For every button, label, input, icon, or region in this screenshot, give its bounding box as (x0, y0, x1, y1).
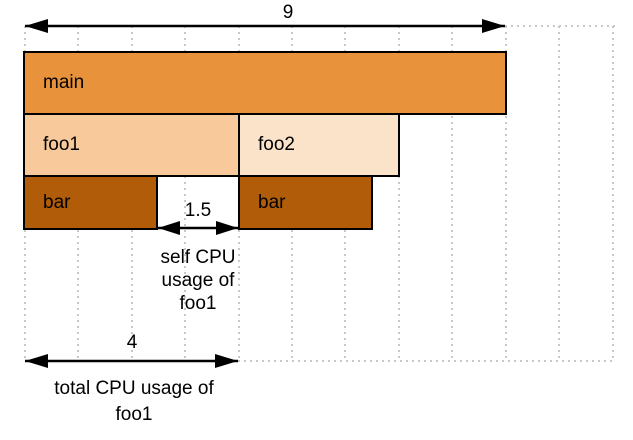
frame-main-label: main (43, 72, 85, 93)
grid-bottom-edge (238, 360, 615, 362)
frame-bar-under-foo2: bar (238, 175, 373, 230)
gridline (612, 26, 614, 361)
gridline (451, 26, 453, 361)
frame-bar-under-foo1: bar (23, 175, 158, 230)
frame-bar1-label: bar (43, 191, 71, 213)
self-cpu-caption: self CPU usage of foo1 (160, 247, 236, 314)
total-cpu-value: 4 (126, 332, 138, 353)
gridline (558, 26, 560, 361)
frame-main: main (23, 51, 507, 115)
frame-foo2: foo2 (238, 113, 400, 177)
self-cpu-value: 1.5 (184, 200, 212, 221)
total-cpu-caption: total CPU usage of foo1 (54, 378, 214, 425)
frame-bar2-label: bar (258, 191, 286, 213)
frame-foo1-label: foo1 (43, 134, 80, 155)
total-width-value: 9 (282, 2, 294, 23)
frame-foo1: foo1 (23, 113, 240, 177)
gridline (505, 26, 507, 361)
grid-top-edge (505, 25, 615, 27)
frame-foo2-label: foo2 (258, 134, 295, 155)
self-cpu-arrow (158, 221, 238, 235)
gridline (184, 26, 186, 361)
gridline (398, 26, 400, 361)
